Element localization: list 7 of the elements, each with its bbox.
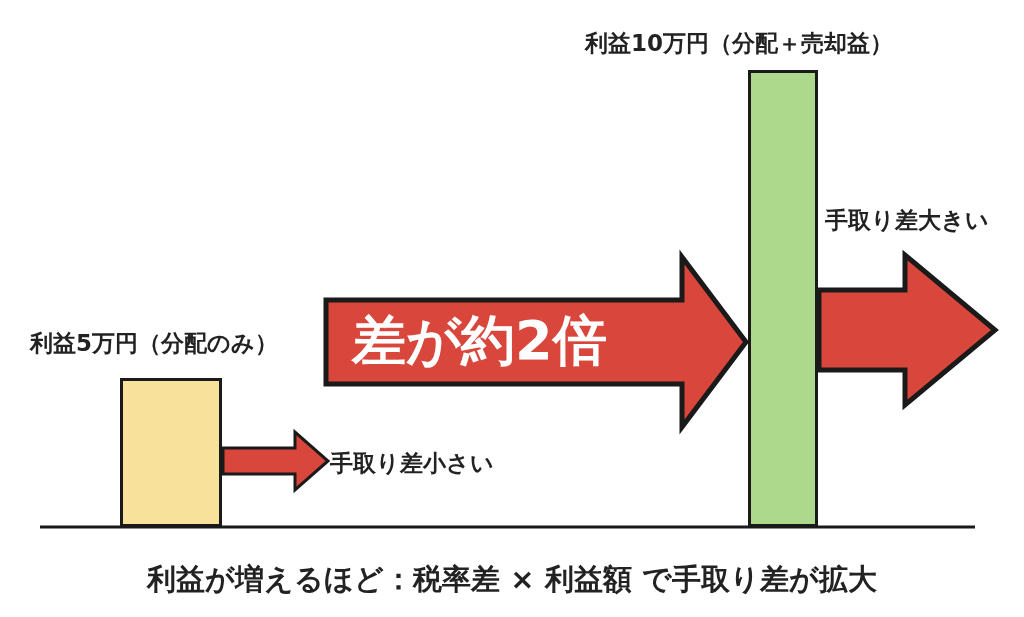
bar-heading: 利益5万円（分配のみ） [30,329,278,358]
arrow [816,249,999,411]
caption: 利益が増えるほど：税率差 × 利益額 で手取り差が拡大 [145,561,878,598]
arrow [221,428,331,494]
result-text: 手取り差小さい [330,448,530,480]
bar-heading: 利益10万円（分配＋売却益） [585,29,893,58]
result-text: 手取り差大きい [825,206,989,235]
